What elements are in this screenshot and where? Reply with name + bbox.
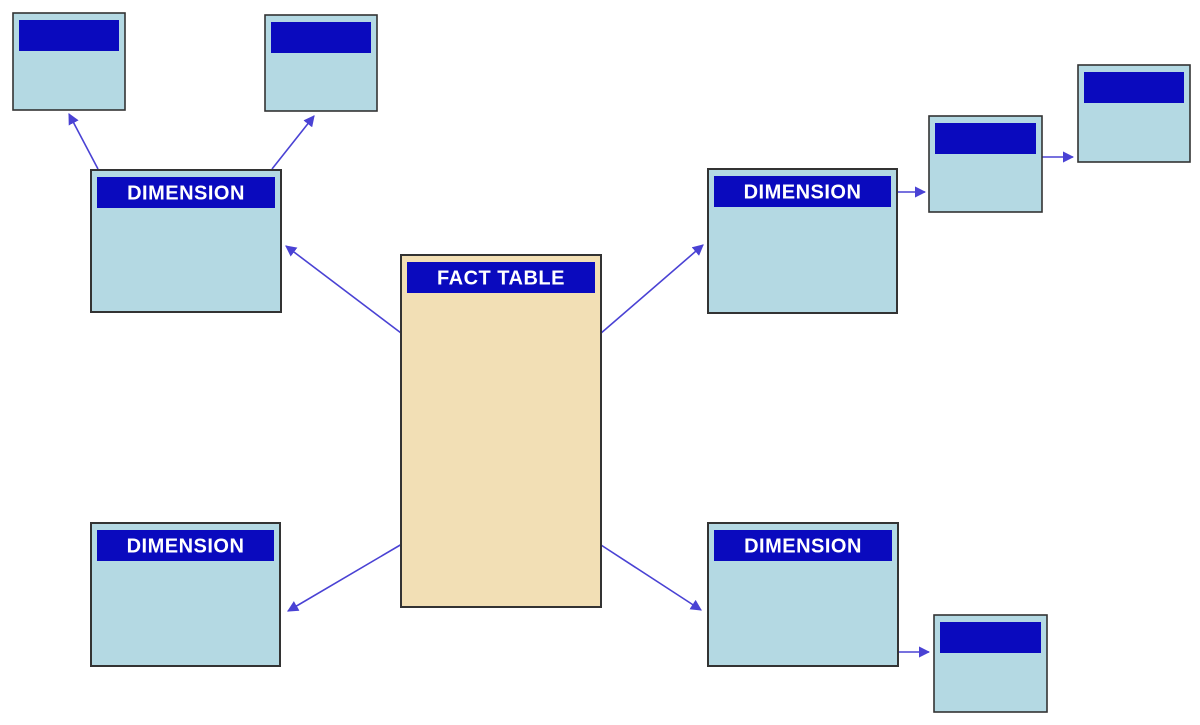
subdimension-bottom-right-node xyxy=(933,614,1048,713)
relationship-arrow-dimension-top-left-to-subdimension-top-left xyxy=(68,113,99,170)
fact-table-node: FACT TABLE xyxy=(400,254,602,608)
relationship-arrow-dimension-top-left-to-subdimension-top-mid xyxy=(271,115,315,170)
subdimension-bottom-right-header-bar xyxy=(940,622,1041,653)
subdimension-right-2-header-bar xyxy=(1084,72,1184,103)
relationship-arrow-fact-table-to-dimension-top-right xyxy=(599,244,704,335)
relationship-arrow-fact-table-to-dimension-top-left xyxy=(285,245,402,334)
subdimension-top-mid-header-bar xyxy=(271,22,371,53)
subdimension-right-1-node xyxy=(928,115,1043,213)
dimension-bottom-left-label: DIMENSION xyxy=(127,536,245,558)
dimension-top-left-header-bar xyxy=(97,177,275,208)
fact-table-body xyxy=(400,254,602,608)
dimension-top-left-label: DIMENSION xyxy=(127,183,245,205)
dimension-top-left-node: DIMENSION xyxy=(90,169,282,313)
node-layer: FACT TABLE DIMENSION DIMENSION DIMENSION DIM… xyxy=(12,12,1191,713)
dimension-top-right-header-bar xyxy=(714,176,891,207)
relationship-arrow-fact-table-to-dimension-bottom-right xyxy=(600,544,702,611)
dimension-top-right-node: DIMENSION xyxy=(707,168,898,314)
dimension-bottom-left-node: DIMENSION xyxy=(90,522,281,667)
dimension-bottom-right-header-bar xyxy=(714,530,892,561)
subdimension-right-1-header-bar xyxy=(935,123,1036,154)
subdimension-top-left-node xyxy=(12,12,126,111)
relationship-arrow-fact-table-to-dimension-bottom-left xyxy=(287,543,403,612)
fact-table-header-bar xyxy=(407,262,595,293)
dimension-top-right-label: DIMENSION xyxy=(744,182,862,204)
dimension-bottom-right-label: DIMENSION xyxy=(744,536,862,558)
subdimension-right-2-node xyxy=(1077,64,1191,163)
edge-layer xyxy=(68,113,1075,658)
subdimension-top-mid-node xyxy=(264,14,378,112)
dimension-bottom-left-header-bar xyxy=(97,530,274,561)
dimension-bottom-right-node: DIMENSION xyxy=(707,522,899,667)
subdimension-top-left-header-bar xyxy=(19,20,119,51)
fact-table-label: FACT TABLE xyxy=(437,268,565,290)
